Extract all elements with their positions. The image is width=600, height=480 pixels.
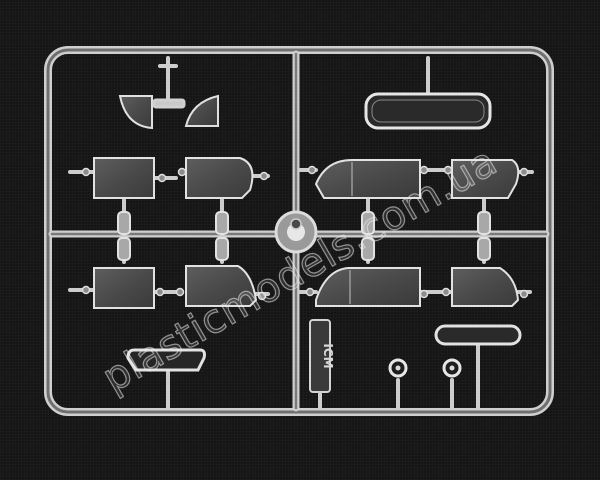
vent-window-right xyxy=(184,94,219,127)
sprue-tag xyxy=(309,319,331,408)
round-lens-part xyxy=(442,358,462,378)
window-part xyxy=(314,159,421,199)
window-part xyxy=(185,265,258,307)
vent-window-left xyxy=(118,95,153,130)
window-part xyxy=(451,159,520,199)
sprue-hub xyxy=(274,210,318,254)
gate-knobs xyxy=(81,165,529,301)
runner-bosses xyxy=(117,211,491,261)
window-part xyxy=(185,157,254,199)
long-mirror-bottom xyxy=(434,324,522,346)
window-part xyxy=(315,267,421,307)
window-part xyxy=(93,157,155,199)
vent-window-stem xyxy=(152,98,186,109)
rear-view-mirror-bottom xyxy=(126,348,206,372)
window-part xyxy=(451,267,520,307)
sprue-tag-label: ICM xyxy=(321,343,335,368)
rear-view-mirror-top xyxy=(364,92,492,130)
round-lens-part xyxy=(388,358,408,378)
window-part xyxy=(93,267,155,309)
